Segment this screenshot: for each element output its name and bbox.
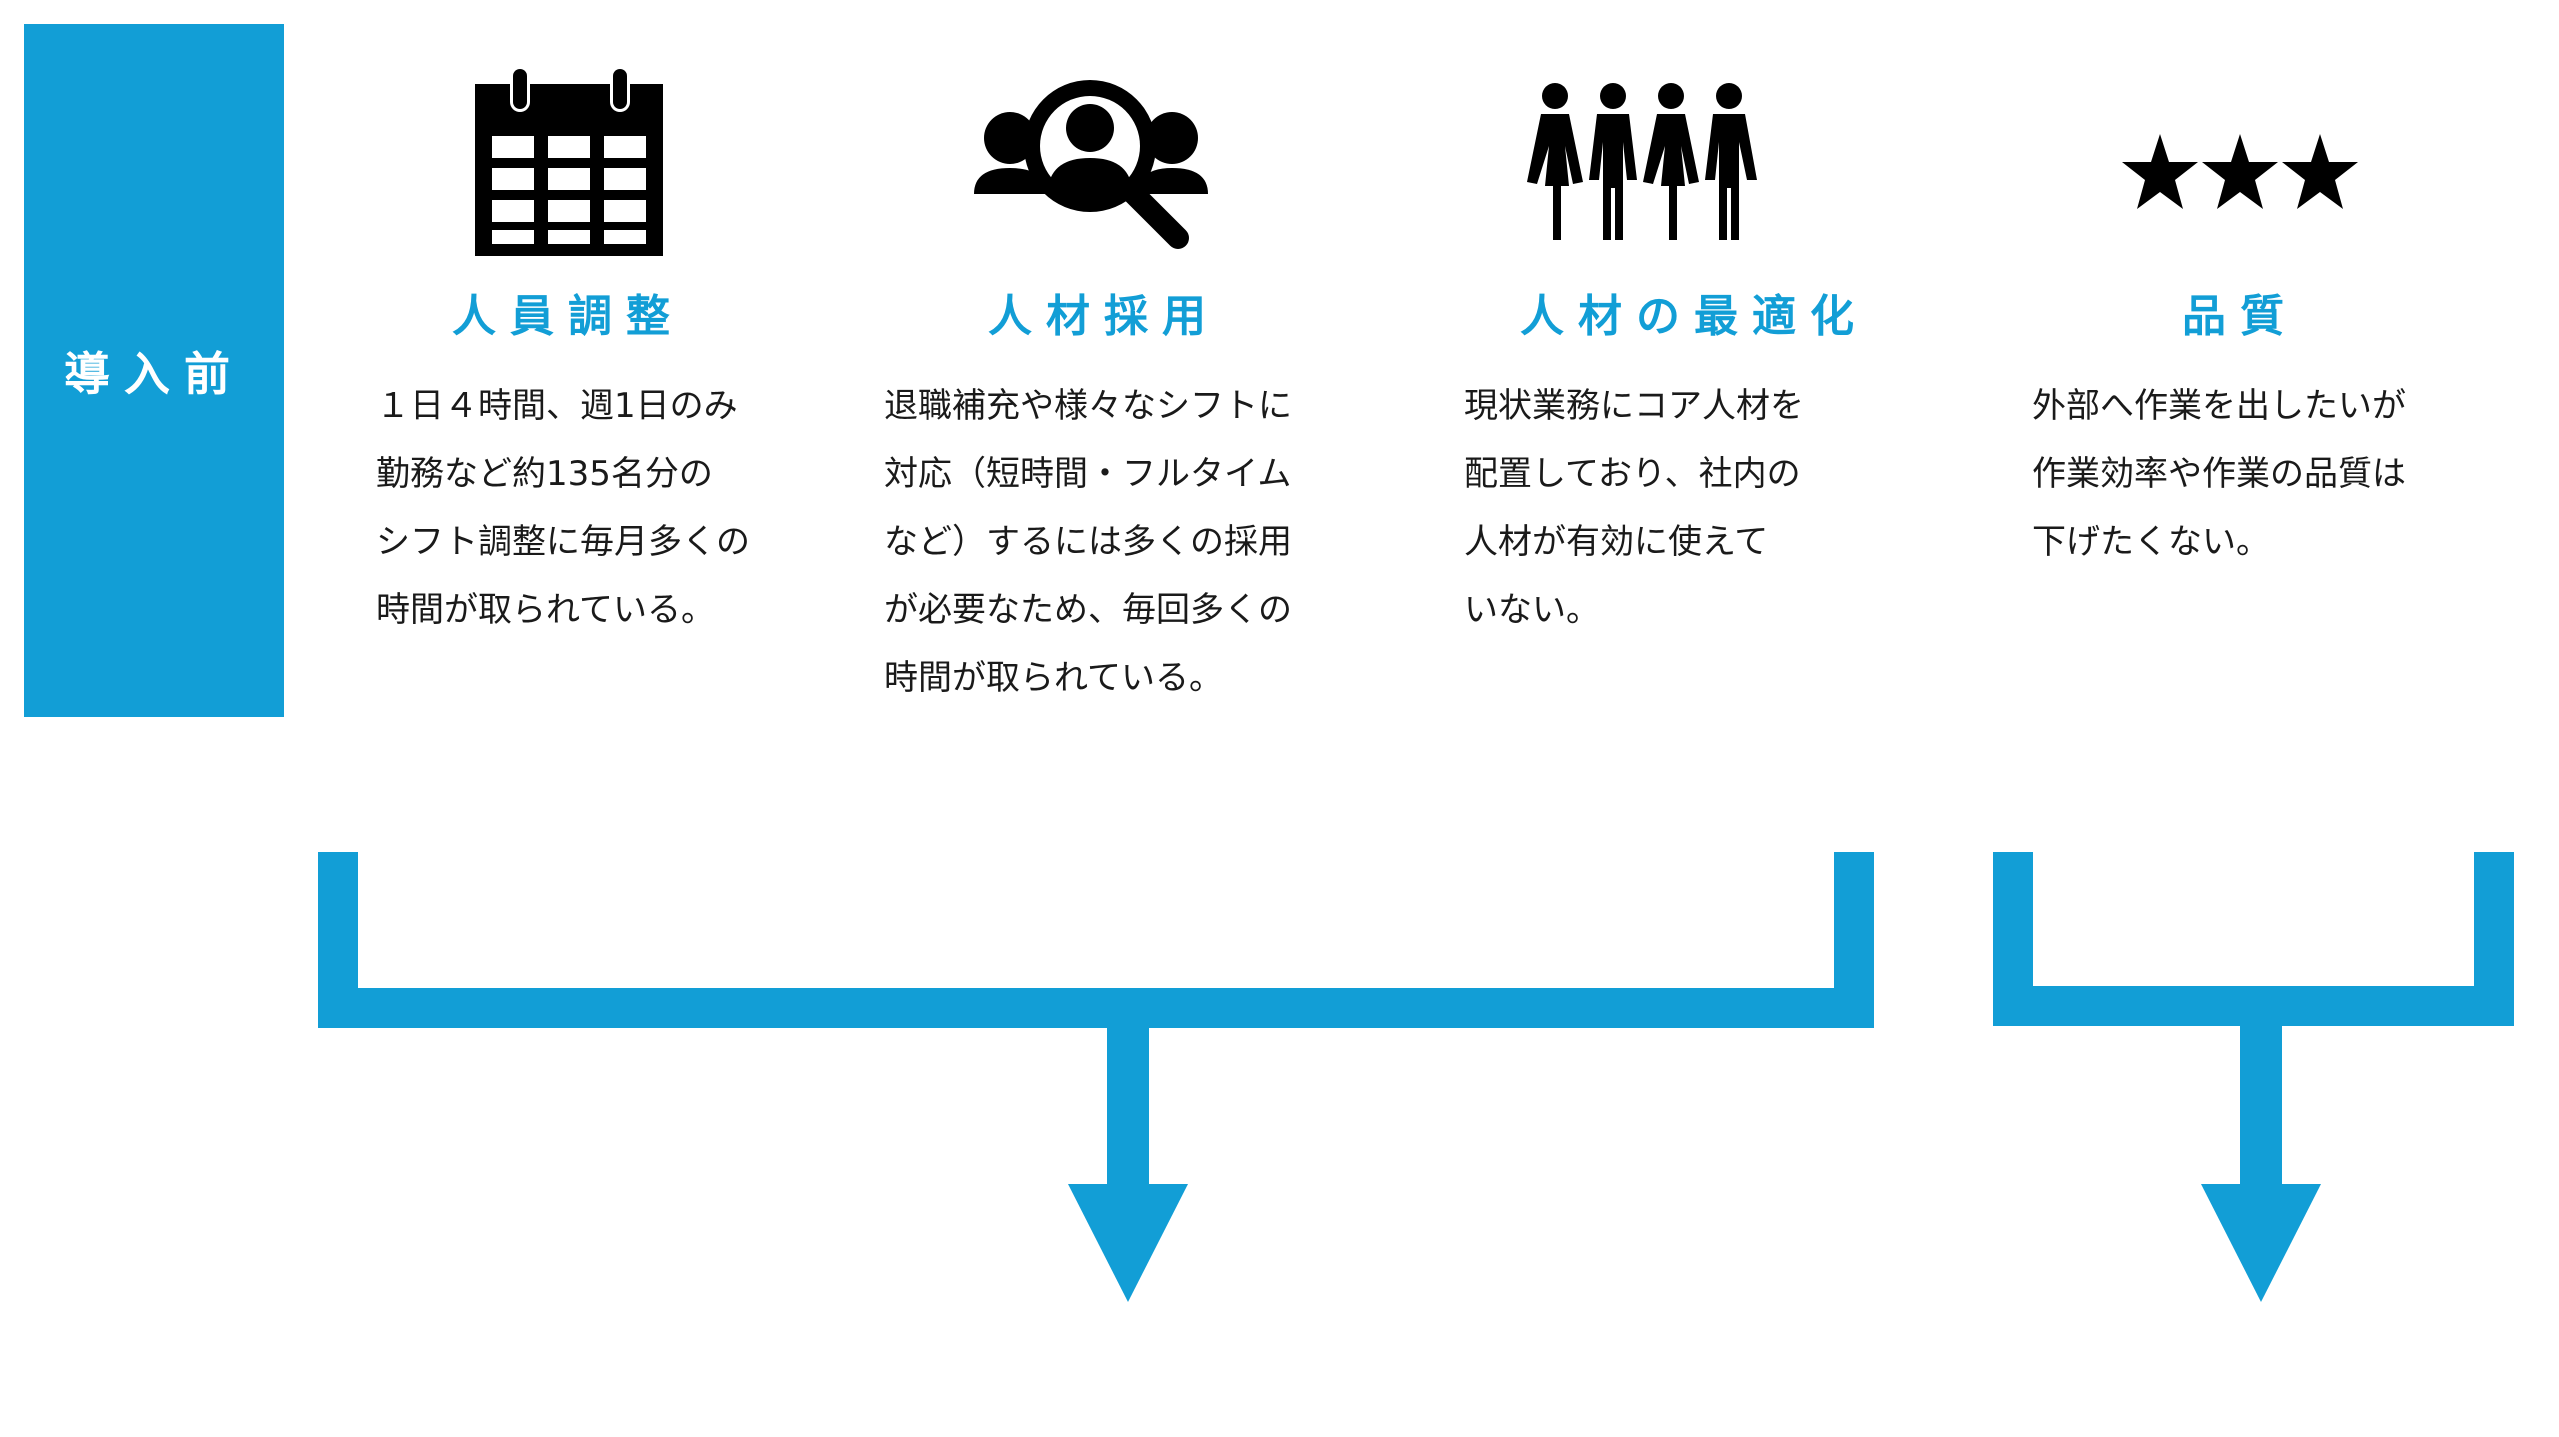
column-title: 人材採用 (988, 291, 1220, 342)
bracket-left (318, 852, 1874, 1190)
down-arrow-right (2201, 1184, 2321, 1302)
people-group-icon (1527, 83, 1757, 240)
recruit-search-icon (974, 80, 1208, 249)
column-description: １日４時間、週1日のみ 勤務など約135名分の シフト調整に毎月多くの 時間が取… (376, 386, 750, 630)
down-arrow-left (1068, 1184, 1188, 1302)
calendar-icon (475, 66, 663, 256)
column-description: 現状業務にコア人材を 配置しており、社内の 人材が有効に使えて いない。 (1464, 386, 1804, 630)
before-introduction-label: 導入前 (24, 24, 284, 717)
column-description: 退職補充や様々なシフトに 対応（短時間・フルタイム など）するには多くの採用 が… (884, 386, 1292, 698)
column-title: 人員調整 (452, 291, 684, 342)
column-title: 人材の最適化 (1520, 291, 1868, 342)
bracket-right (1993, 852, 2514, 1190)
three-stars-icon (2122, 134, 2358, 209)
column-title: 品質 (2182, 291, 2298, 342)
column-description: 外部へ作業を出したいが 作業効率や作業の品質は 下げたくない。 (2032, 386, 2406, 562)
